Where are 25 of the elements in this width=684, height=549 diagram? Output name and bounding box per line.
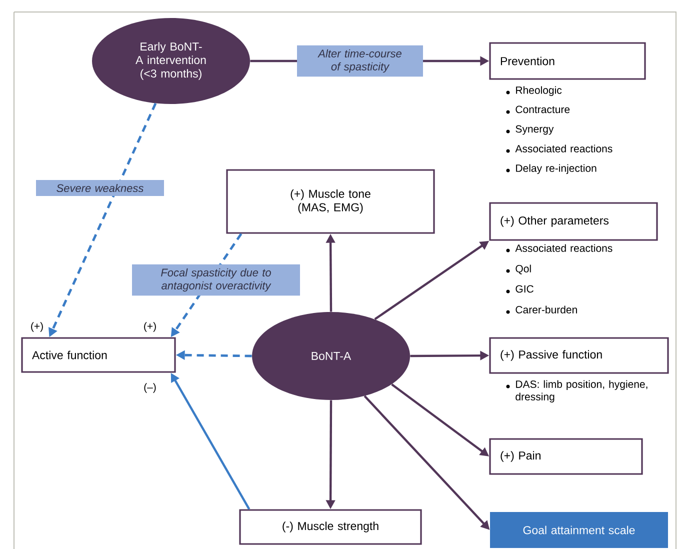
bullet-item: Synergy xyxy=(506,125,554,135)
outcome-box: (+) Muscle tone (MAS, EMG) xyxy=(226,169,435,234)
outcome-box: Prevention xyxy=(489,42,646,80)
bullet-item: Contracture xyxy=(506,106,570,114)
edge-label: Severe weakness xyxy=(36,180,164,196)
edge-label: Alter time-course of spasticity xyxy=(297,45,423,77)
bullet-item: Carer-burden xyxy=(506,306,577,314)
bullet-item: DAS: limb position, hygiene, dressing xyxy=(506,380,648,402)
sign-label: (+) xyxy=(31,322,43,332)
oval-node: Early BoNT-A intervention (<3 months) xyxy=(92,18,250,104)
bullet-item: Associated reactions xyxy=(506,244,612,252)
sign-label: (–) xyxy=(144,383,156,393)
bullet-item: Delay re-injection xyxy=(506,164,596,174)
edge-label: Focal spasticity due to antagonist overactivity xyxy=(132,264,300,296)
scale-box: Goal attainment scale xyxy=(490,512,668,548)
bullet-item: Associated reactions xyxy=(506,144,612,153)
oval-node: BoNT-A xyxy=(252,312,410,400)
bullet-item: Rheologic xyxy=(506,86,562,96)
outcome-box: (+) Other parameters xyxy=(489,202,658,241)
outcome-box: (-) Muscle strength xyxy=(239,509,422,545)
bullet-item: Qol xyxy=(506,264,531,274)
function-box: Active function xyxy=(21,337,176,373)
outcome-box: (+) Pain xyxy=(489,438,643,475)
outcome-box: (+) Passive function xyxy=(489,337,669,374)
bullet-item: GIC xyxy=(506,285,534,294)
